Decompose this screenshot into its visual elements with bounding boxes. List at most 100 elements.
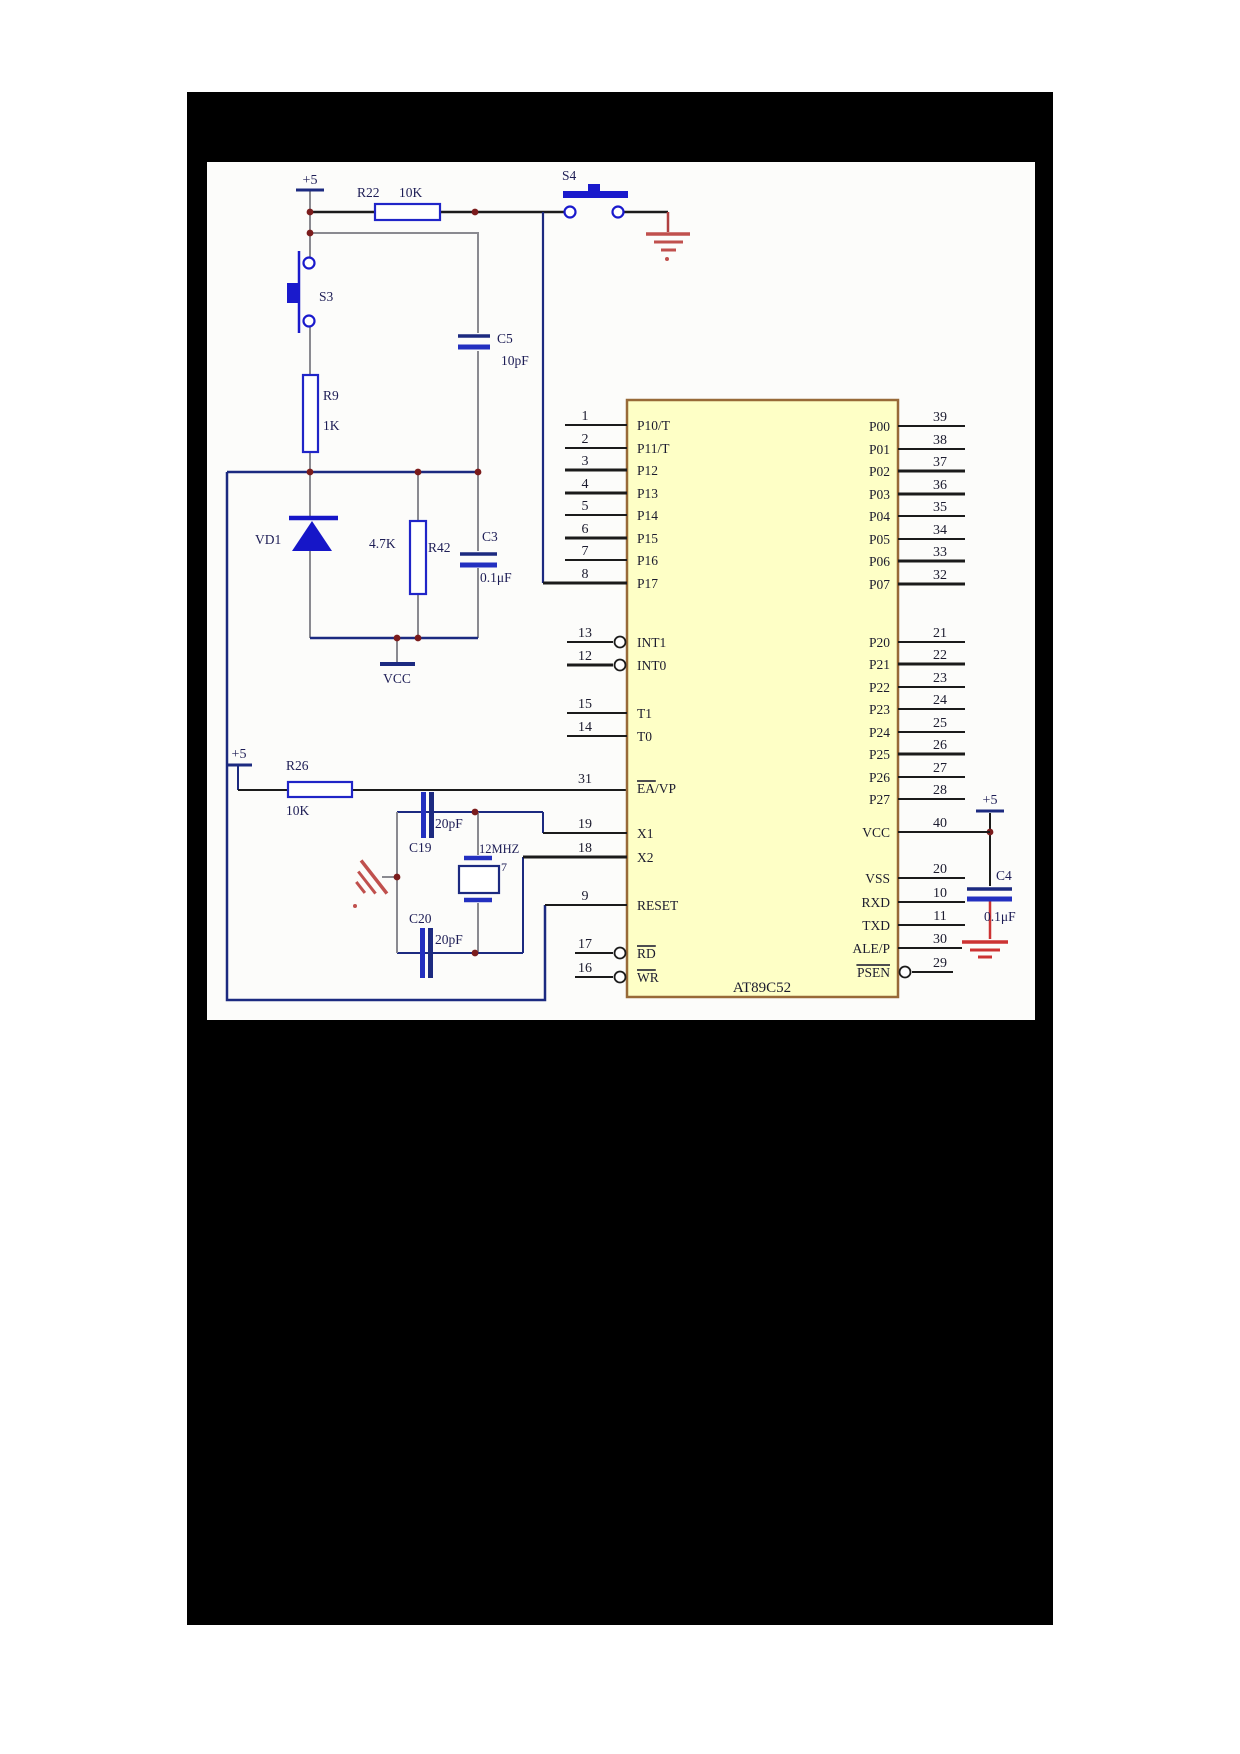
pin-label: P21	[869, 657, 890, 672]
pin-number: 7	[582, 544, 589, 559]
ground-dot	[353, 904, 357, 908]
c3-value-label: 0.1μF	[480, 570, 512, 585]
pin-label: P06	[869, 554, 890, 569]
capacitor-c5	[458, 334, 490, 350]
pin-label: INT0	[637, 658, 666, 673]
pin-label: P07	[869, 577, 890, 592]
diode-vd1	[289, 515, 338, 551]
pin-label: T0	[637, 729, 652, 744]
pin-number: 29	[933, 956, 947, 971]
pin-number: 2	[582, 432, 589, 447]
pin-number: 12	[578, 649, 592, 664]
r42-name-label: R42	[428, 540, 451, 555]
pin-number: 40	[933, 816, 947, 831]
pin-label: P11/T	[637, 441, 670, 456]
pin-label: P14	[637, 508, 658, 523]
pin-label: P16	[637, 553, 658, 568]
pin-number: 34	[933, 523, 947, 538]
pin-number: 36	[933, 478, 947, 493]
r26-name-label: R26	[286, 758, 309, 773]
pin-bubble-RD	[613, 946, 627, 960]
pin-label: P00	[869, 419, 890, 434]
pin-number: 13	[578, 626, 592, 641]
r22-value-label: 10K	[399, 185, 423, 200]
resistor-r9	[301, 373, 320, 454]
resistor-r42	[408, 519, 428, 596]
pin-bubble-INT1	[613, 635, 627, 649]
pin-label: RXD	[861, 895, 890, 910]
pin-bubble-INT0	[613, 658, 627, 672]
capacitor-c19	[421, 792, 434, 838]
pin-number: 38	[933, 433, 947, 448]
pin-label: RD	[637, 946, 656, 961]
pin-number: 26	[933, 738, 947, 753]
pin-number: 9	[582, 889, 589, 904]
pin-label: P12	[637, 463, 658, 478]
c5-value-label: 10pF	[501, 353, 529, 368]
pin-bubble-PSEN	[898, 965, 912, 979]
pin-number: 35	[933, 500, 947, 515]
pin-number: 14	[578, 720, 592, 735]
pin-number: 25	[933, 716, 947, 731]
crystal-12mhz	[457, 855, 501, 903]
pin-label: RESET	[637, 898, 679, 913]
s4-label: S4	[562, 168, 577, 183]
pin-number: 18	[578, 841, 592, 856]
vcc-label: VCC	[383, 671, 411, 686]
crystal-freq-label: 12MHZ	[479, 842, 519, 856]
pin-label: P13	[637, 486, 658, 501]
pin-number: 8	[582, 567, 589, 582]
pin-number: 4	[582, 477, 589, 492]
pin-label: P20	[869, 635, 890, 650]
pin-label: P17	[637, 576, 658, 591]
ic-at89c52: AT89C52	[625, 398, 900, 999]
pin-number: 39	[933, 410, 947, 425]
pin-number: 1	[582, 409, 589, 424]
c19-value-label: 20pF	[435, 816, 463, 831]
pin-number: 33	[933, 545, 947, 560]
c5-name-label: C5	[497, 331, 513, 346]
resistor-r26	[286, 780, 354, 799]
pin-bubble-WR	[613, 970, 627, 984]
pin-number: 23	[933, 671, 947, 686]
pin-number: 27	[933, 761, 947, 776]
pin-label: P10/T	[637, 418, 671, 433]
power-right-label: +5	[983, 793, 998, 808]
at89c52-schematic: AT89C52 1P10/T2P11/T3P124P135P146P157P16…	[225, 168, 1017, 1002]
pin-number: 5	[582, 499, 589, 514]
pin-number: 6	[582, 522, 589, 537]
r42-value-label: 4.7K	[369, 536, 396, 551]
pin-label: VSS	[865, 871, 890, 886]
pin-label: P26	[869, 770, 890, 785]
ground-s4	[646, 232, 690, 261]
pin-label: X2	[637, 850, 654, 865]
pin-number: 10	[933, 886, 947, 901]
pin-label: VCC	[862, 825, 890, 840]
pin-label: P15	[637, 531, 658, 546]
r26-value-label: 10K	[286, 803, 310, 818]
pin-label: INT1	[637, 635, 666, 650]
power-left-label: +5	[232, 747, 247, 762]
pin-number: 32	[933, 568, 947, 583]
capacitor-c20	[420, 928, 433, 978]
pin-number: 19	[578, 817, 592, 832]
c19-name-label: C19	[409, 840, 432, 855]
capacitor-c3	[460, 552, 497, 568]
pin-number: 20	[933, 862, 947, 877]
ground-oscillator	[355, 859, 389, 895]
pin-label: T1	[637, 706, 652, 721]
c20-value-label: 20pF	[435, 932, 463, 947]
pin-number: 11	[933, 909, 946, 924]
pin-label: PSEN	[857, 965, 890, 980]
pin-label: P23	[869, 702, 890, 717]
c20-name-label: C20	[409, 911, 432, 926]
c4-name-label: C4	[996, 868, 1012, 883]
pin-label: P01	[869, 442, 890, 457]
component-labels: +5 R22 10K S4 S3 R9 1K C5 10pF VD1 4.7K …	[232, 168, 1017, 947]
capacitor-c4	[967, 887, 1012, 902]
pin-label: P02	[869, 464, 890, 479]
pin-label: WR	[637, 970, 659, 985]
ic-pins: 1P10/T2P11/T3P124P135P146P157P168P1713IN…	[523, 409, 990, 985]
